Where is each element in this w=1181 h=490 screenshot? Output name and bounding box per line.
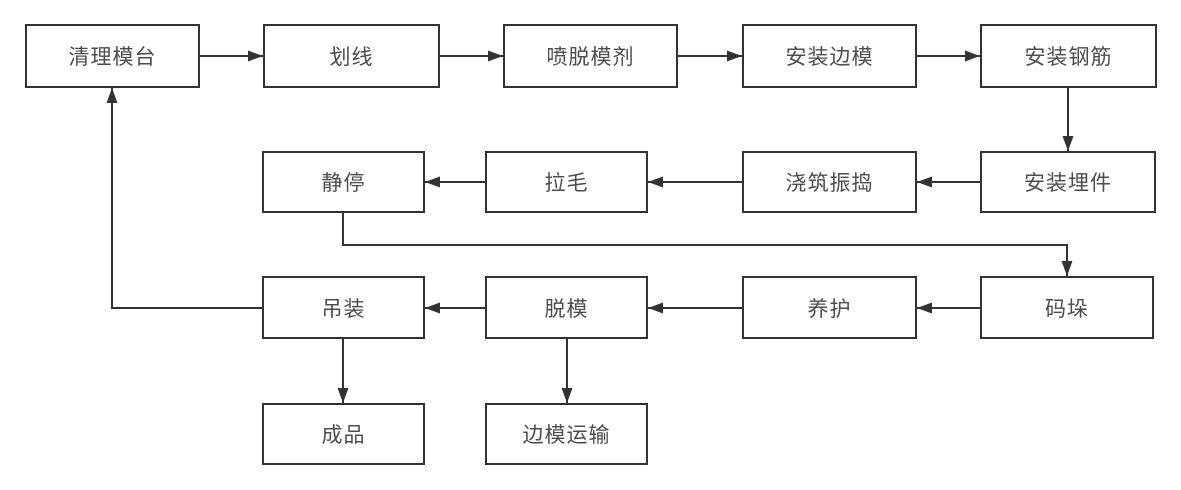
flow-node-side-form-transport: 边模运输: [485, 403, 648, 465]
edge-lifting-to-clean-mold-table: [106, 88, 262, 309]
flow-node-label: 划线: [329, 46, 374, 69]
flow-node-lifting: 吊装: [262, 276, 425, 339]
flow-node-label: 吊装: [321, 297, 366, 321]
flow-node-clean-mold-table: 清理模台: [25, 24, 200, 88]
flow-node-label: 安装钢筋: [1024, 46, 1113, 69]
flow-node-label: 浇筑振捣: [785, 172, 874, 195]
flow-node-demolding: 脱模: [485, 276, 648, 339]
flow-node-label: 安装埋件: [1024, 172, 1112, 195]
flow-node-resting: 静停: [262, 151, 425, 213]
flow-node-label: 养护: [807, 297, 852, 321]
flow-node-label: 静停: [321, 172, 366, 195]
flow-node-label: 喷脱模剂: [546, 46, 635, 69]
flow-node-finished-product: 成品: [262, 403, 425, 465]
flow-node-label: 边模运输: [522, 424, 611, 447]
flow-node-spray-release-agent: 喷脱模剂: [503, 24, 678, 88]
flow-node-label: 拉毛: [544, 172, 589, 195]
flow-node-install-rebar: 安装钢筋: [980, 24, 1157, 88]
flow-node-label: 清理模台: [68, 46, 157, 69]
flow-node-install-embeds: 安装埋件: [980, 151, 1156, 213]
flow-node-label: 脱模: [544, 297, 589, 321]
flow-node-pour-vibrate: 浇筑振捣: [742, 151, 917, 213]
flow-node-stacking: 码垛: [980, 276, 1154, 339]
edge-resting-to-stacking: [342, 213, 1073, 276]
flow-node-label: 成品: [321, 424, 366, 447]
flow-node-label: 安装边模: [785, 46, 874, 69]
flow-node-curing: 养护: [742, 276, 917, 339]
flow-node-roughening: 拉毛: [485, 151, 648, 213]
flow-node-label: 码垛: [1045, 297, 1089, 321]
flow-node-marking: 划线: [263, 24, 440, 88]
flow-node-install-side-forms: 安装边模: [742, 24, 917, 88]
